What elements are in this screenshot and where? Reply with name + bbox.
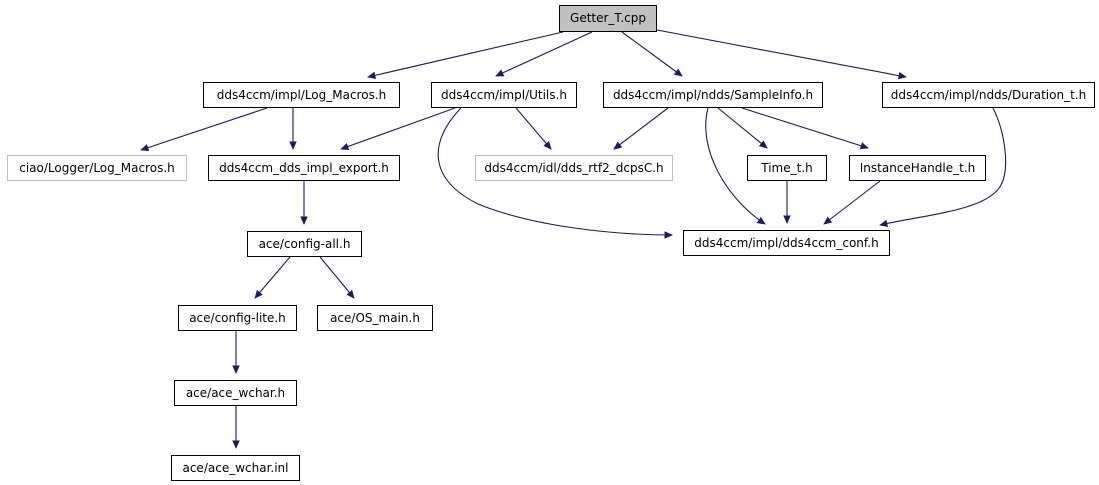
edge-utils-to-dds4ccm-conf bbox=[437, 107, 673, 239]
edge-sampleinfo-to-dds-rtf2-dcpsc bbox=[613, 107, 669, 150]
edge-sampleinfo-to-instancehandle-t bbox=[741, 107, 869, 150]
node-dds4ccm-impl-ndds-duration-t-h[interactable]: dds4ccm/impl/ndds/Duration_t.h bbox=[882, 82, 1095, 108]
edge-log-macros-to-ciao-log-macros bbox=[140, 107, 268, 152]
node-dds4ccm-impl-ndds-sampleinfo-h[interactable]: dds4ccm/impl/ndds/SampleInfo.h bbox=[603, 82, 823, 108]
edge-sampleinfo-to-dds4ccm-conf bbox=[705, 107, 766, 225]
edge-getter-t-cpp-to-duration-t bbox=[656, 29, 907, 80]
node-ace-ace-wchar-inl[interactable]: ace/ace_wchar.inl bbox=[171, 455, 300, 481]
node-ciao-logger-log-macros-h: ciao/Logger/Log_Macros.h bbox=[7, 155, 187, 181]
node-ace-config-all-h[interactable]: ace/config-all.h bbox=[247, 231, 362, 257]
node-time-t-h[interactable]: Time_t.h bbox=[747, 155, 827, 181]
node-dds4ccm-impl-dds4ccm-conf-h[interactable]: dds4ccm/impl/dds4ccm_conf.h bbox=[683, 230, 890, 256]
node-getter-t-cpp: Getter_T.cpp bbox=[559, 5, 657, 32]
edge-config-all-to-config-lite bbox=[254, 256, 291, 299]
edge-getter-t-cpp-to-log-macros bbox=[367, 31, 564, 79]
node-dds4ccm-impl-utils-h[interactable]: dds4ccm/impl/Utils.h bbox=[431, 82, 577, 108]
edge-getter-t-cpp-to-sampleinfo bbox=[621, 31, 683, 77]
edge-duration-t-to-dds4ccm-conf bbox=[879, 107, 1007, 228]
node-dds4ccm-dds-impl-export-h[interactable]: dds4ccm_dds_impl_export.h bbox=[208, 155, 400, 181]
edge-utils-to-dds-rtf2-dcpsc bbox=[515, 107, 552, 150]
edge-utils-to-dds-impl-export bbox=[340, 107, 456, 150]
edge-instancehandle-t-to-dds4ccm-conf bbox=[823, 180, 881, 225]
node-ace-os-main-h[interactable]: ace/OS_main.h bbox=[317, 305, 433, 331]
node-ace-ace-wchar-h[interactable]: ace/ace_wchar.h bbox=[174, 380, 297, 406]
edge-getter-t-cpp-to-utils bbox=[495, 31, 593, 77]
node-ace-config-lite-h[interactable]: ace/config-lite.h bbox=[178, 305, 297, 331]
edge-config-all-to-os-main bbox=[319, 256, 355, 299]
node-instancehandle-t-h[interactable]: InstanceHandle_t.h bbox=[849, 155, 986, 181]
edge-sampleinfo-to-time-t bbox=[717, 107, 768, 149]
node-dds4ccm-impl-log-macros-h[interactable]: dds4ccm/impl/Log_Macros.h bbox=[203, 82, 400, 108]
node-dds4ccm-idl-dds-rtf2-dcpsc-h: dds4ccm/idl/dds_rtf2_dcpsC.h bbox=[475, 155, 673, 181]
